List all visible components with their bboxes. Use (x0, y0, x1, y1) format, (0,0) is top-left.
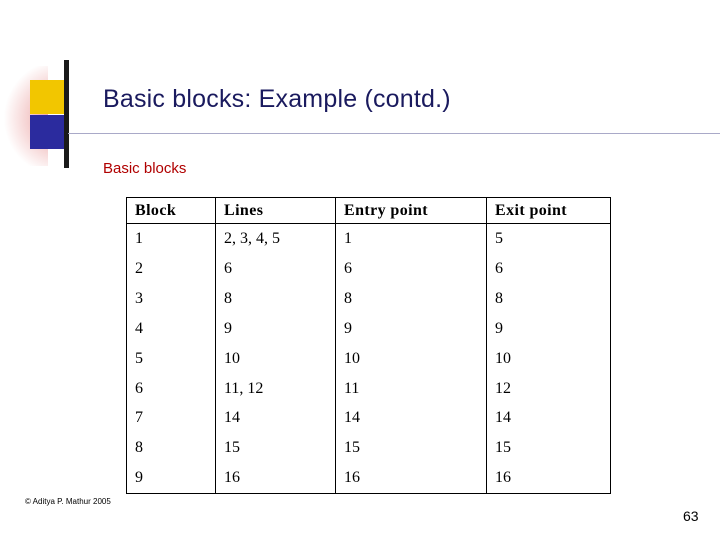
decorative-corner-graphic (0, 60, 110, 170)
cell-lines: 16 (215, 463, 336, 495)
cell-lines: 2, 3, 4, 5 (215, 223, 336, 254)
cell-exit-point: 6 (486, 253, 611, 284)
cell-block: 8 (126, 433, 216, 464)
cell-entry-point: 10 (335, 343, 487, 374)
cell-exit-point: 16 (486, 463, 611, 495)
cell-block: 9 (126, 463, 216, 495)
cell-block: 6 (126, 373, 216, 404)
cell-entry-point: 9 (335, 313, 487, 344)
cell-entry-point: 8 (335, 283, 487, 314)
cell-exit-point: 9 (486, 313, 611, 344)
table-row: 4 9 9 9 (126, 313, 611, 344)
copyright-notice: © Aditya P. Mathur 2005 (25, 497, 111, 506)
cell-block: 5 (126, 343, 216, 374)
table-row: 1 2, 3, 4, 5 1 5 (126, 223, 611, 254)
cell-block: 7 (126, 403, 216, 434)
title-divider (68, 133, 720, 134)
cell-entry-point: 16 (335, 463, 487, 495)
cell-entry-point: 14 (335, 403, 487, 434)
cell-lines: 15 (215, 433, 336, 464)
section-subtitle: Basic blocks (103, 160, 187, 177)
cell-exit-point: 14 (486, 403, 611, 434)
cell-exit-point: 5 (486, 223, 611, 254)
cell-exit-point: 10 (486, 343, 611, 374)
page-title: Basic blocks: Example (contd.) (103, 85, 451, 113)
cell-exit-point: 8 (486, 283, 611, 314)
table-row: 3 8 8 8 (126, 283, 611, 314)
cell-lines: 10 (215, 343, 336, 374)
column-header-block: Block (126, 197, 216, 224)
cell-block: 3 (126, 283, 216, 314)
cell-block: 2 (126, 253, 216, 284)
table-row: 8 15 15 15 (126, 433, 611, 464)
cell-entry-point: 15 (335, 433, 487, 464)
cell-entry-point: 11 (335, 373, 487, 404)
cell-lines: 8 (215, 283, 336, 314)
cell-block: 1 (126, 223, 216, 254)
decorative-yellow-square (30, 80, 64, 114)
cell-lines: 11, 12 (215, 373, 336, 404)
table-header-row: Block Lines Entry point Exit point (126, 197, 611, 224)
cell-block: 4 (126, 313, 216, 344)
decorative-blue-square (30, 115, 64, 149)
decorative-vertical-bar (64, 60, 69, 168)
cell-lines: 14 (215, 403, 336, 434)
cell-lines: 9 (215, 313, 336, 344)
table-row: 9 16 16 16 (126, 463, 611, 495)
table-row: 6 11, 12 11 12 (126, 373, 611, 404)
cell-entry-point: 1 (335, 223, 487, 254)
cell-exit-point: 15 (486, 433, 611, 464)
column-header-entry-point: Entry point (335, 197, 487, 224)
table-row: 5 10 10 10 (126, 343, 611, 374)
basic-blocks-table: Block Lines Entry point Exit point 1 2, … (126, 197, 611, 495)
cell-exit-point: 12 (486, 373, 611, 404)
cell-entry-point: 6 (335, 253, 487, 284)
page-number: 63 (683, 508, 699, 524)
column-header-lines: Lines (215, 197, 336, 224)
cell-lines: 6 (215, 253, 336, 284)
table-row: 2 6 6 6 (126, 253, 611, 284)
table-row: 7 14 14 14 (126, 403, 611, 434)
column-header-exit-point: Exit point (486, 197, 611, 224)
basic-blocks-table-container: Block Lines Entry point Exit point 1 2, … (126, 197, 611, 495)
